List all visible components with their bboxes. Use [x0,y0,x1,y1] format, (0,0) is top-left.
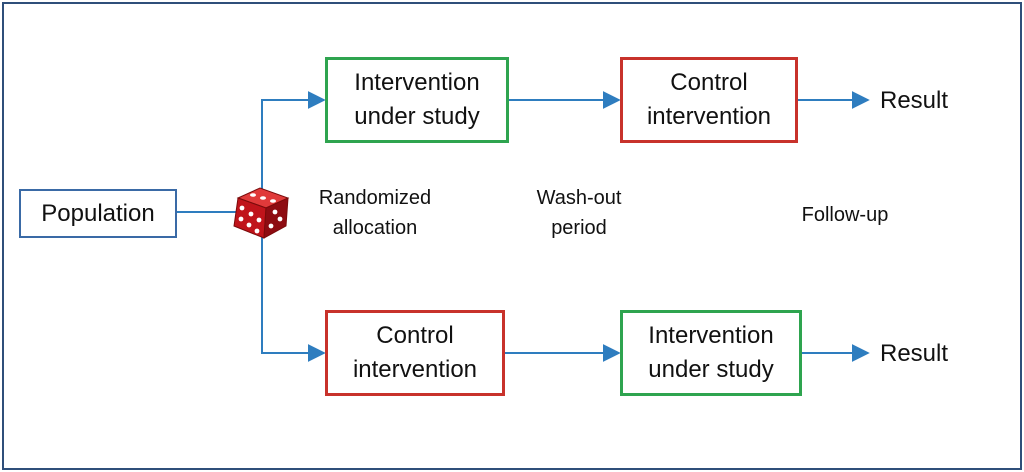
arm1-control-intervention-box: Control intervention [620,57,798,143]
population-box: Population [19,189,177,238]
arm1-intervention-under-study-box: Intervention under study [325,57,509,143]
bottom-result-label: Result [880,340,949,367]
follow-up-label: Follow-up [801,204,889,226]
randomized-allocation-label: Randomized allocation [318,187,432,239]
randomization-to-arm1-arrow [261,91,326,192]
dice-icon [233,187,290,239]
arm2-control-intervention-box: Control intervention [325,310,505,396]
top-result-label: Result [880,87,949,114]
randomization-to-arm2-arrow [261,236,326,362]
arm2-intervention-under-study-box: Intervention under study [620,310,802,396]
washout-period-label: Wash-out period [536,187,622,239]
